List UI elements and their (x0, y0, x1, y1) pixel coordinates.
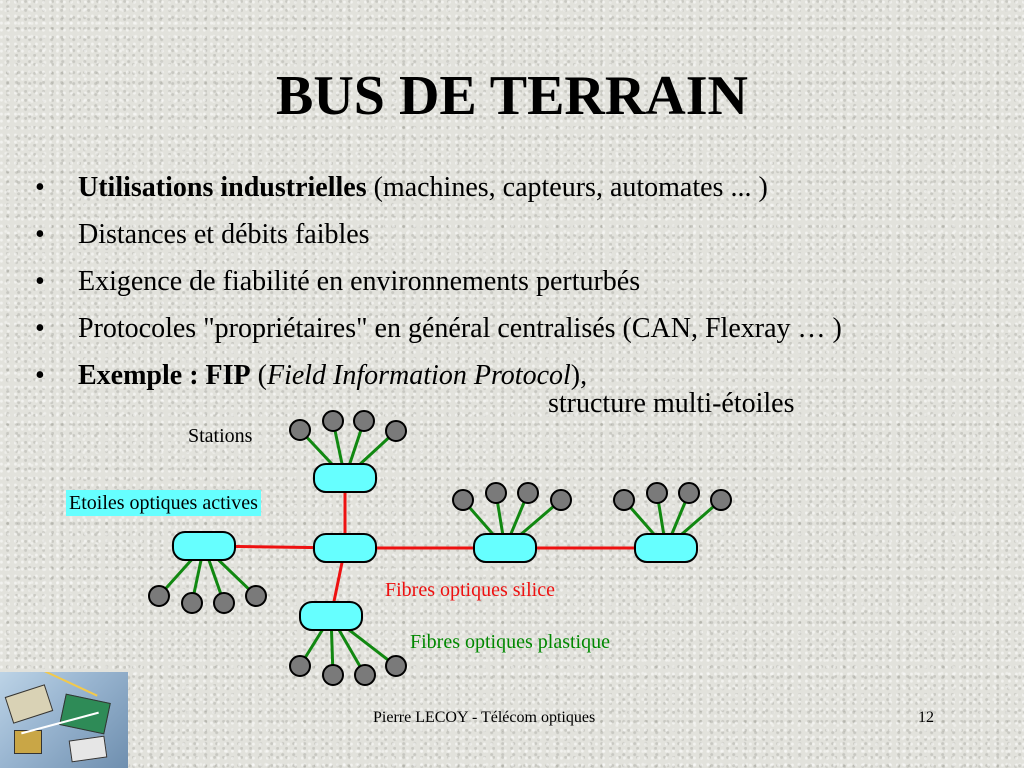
bullet-item: • Protocoles "propriétaires" en général … (30, 305, 1020, 352)
station-node (385, 420, 407, 442)
station-node (289, 655, 311, 677)
station-node (148, 585, 170, 607)
structure-note: structure multi-étoiles (548, 388, 795, 419)
station-node (613, 489, 635, 511)
optical-components-photo (0, 672, 128, 768)
bullet-bold-text: Utilisations industrielles (78, 172, 367, 203)
bullet-text: Protocoles "propriétaires" en général ce… (78, 313, 842, 344)
station-node (710, 489, 732, 511)
station-node (213, 592, 235, 614)
active-star-hub (172, 531, 236, 561)
active-star-hub (313, 463, 377, 493)
station-node (245, 585, 267, 607)
silica-fibers-label: Fibres optiques silice (385, 579, 555, 601)
bullet-marker: • (35, 219, 45, 250)
stations (148, 410, 732, 686)
active-stars-label: Etoiles optiques actives (66, 490, 261, 516)
active-star-hub (313, 533, 377, 563)
bullet-text: ( (250, 360, 267, 391)
bullet-italic-text: Field Information Protocol (266, 360, 571, 391)
active-star-hub (473, 533, 537, 563)
active-star-hub (634, 533, 698, 563)
bullet-marker: • (35, 313, 45, 344)
active-star-hub (299, 601, 363, 631)
bullet-marker: • (35, 172, 45, 203)
station-node (181, 592, 203, 614)
station-node (517, 482, 539, 504)
station-node (322, 410, 344, 432)
bullet-bold-text: Exemple : FIP (78, 360, 251, 391)
station-node (354, 664, 376, 686)
bullet-marker: • (35, 266, 45, 297)
footer-author: Pierre LECOY - Télécom optiques (373, 709, 596, 726)
station-node (646, 482, 668, 504)
page-number: 12 (918, 709, 934, 726)
station-node (550, 489, 572, 511)
bullet-item: • Utilisations industrielles (machines, … (30, 164, 1020, 211)
bullet-item: • Exemple : FIP (Field Information Proto… (30, 352, 1020, 399)
bullet-text: (machines, capteurs, automates ... ) (366, 172, 768, 203)
station-node (353, 410, 375, 432)
station-node (485, 482, 507, 504)
bullet-item: • Exigence de fiabilité en environnement… (30, 258, 1020, 305)
slide-title: BUS DE TERRAIN (276, 65, 748, 127)
station-node (322, 664, 344, 686)
station-node (289, 419, 311, 441)
bullet-item: • Distances et débits faibles (30, 211, 1020, 258)
bullet-text: Exigence de fiabilité en environnements … (78, 266, 641, 297)
plastic-fibers-label: Fibres optiques plastique (410, 631, 610, 653)
active-star-hubs (172, 463, 698, 631)
station-node (385, 655, 407, 677)
bullet-marker: • (35, 360, 45, 391)
station-node (678, 482, 700, 504)
bullet-list: • Utilisations industrielles (machines, … (30, 164, 1020, 399)
station-node (452, 489, 474, 511)
bullet-text: ), (570, 360, 588, 391)
stations-label: Stations (188, 425, 253, 447)
bullet-text: Distances et débits faibles (78, 219, 370, 250)
